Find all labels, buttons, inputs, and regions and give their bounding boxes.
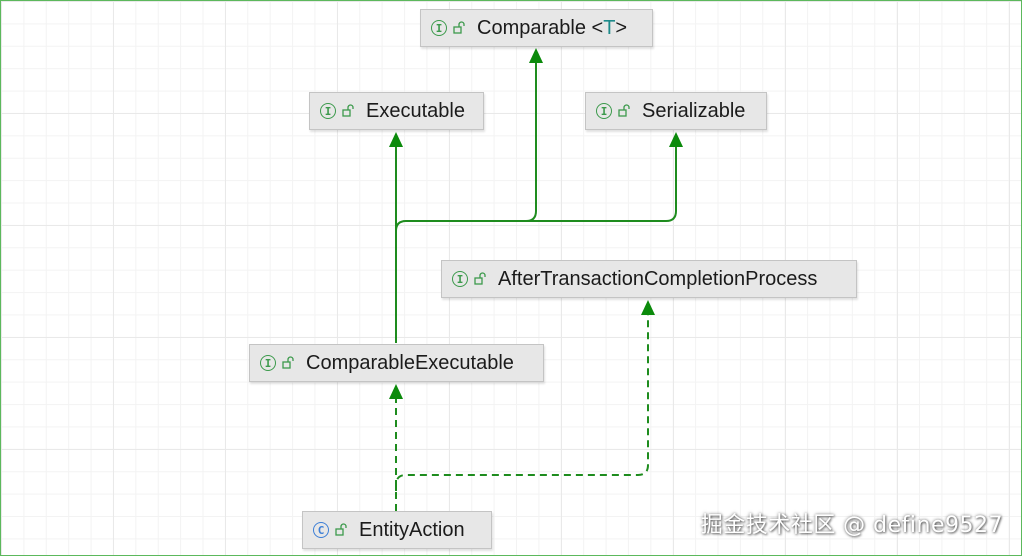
interface-icon: I	[452, 271, 468, 287]
public-visibility-icon	[474, 272, 486, 285]
node-label: ComparableExecutable	[306, 351, 514, 374]
node-entity-action[interactable]: C EntityAction	[302, 511, 492, 549]
arrowhead-comparable	[529, 48, 543, 63]
arrowhead-executable	[389, 132, 403, 147]
node-comparable[interactable]: I Comparable <T>	[420, 9, 653, 47]
type-close-bracket: >	[615, 16, 628, 39]
node-label: EntityAction	[359, 518, 465, 541]
class-icon: C	[313, 522, 329, 538]
node-label: Serializable	[642, 99, 746, 122]
edge-comparableexecutable-to-serializable	[526, 147, 677, 222]
public-visibility-icon	[282, 356, 294, 369]
public-visibility-icon	[335, 523, 347, 536]
node-label: Comparable	[477, 16, 586, 39]
type-parameter: T	[603, 16, 616, 39]
node-label: Executable	[366, 99, 465, 122]
node-comparable-executable[interactable]: I ComparableExecutable	[249, 344, 544, 382]
node-serializable[interactable]: I Serializable	[585, 92, 767, 130]
interface-icon: I	[596, 103, 612, 119]
watermark: 掘金技术社区 @ define9527	[700, 513, 1003, 538]
arrowhead-serializable	[669, 132, 683, 147]
node-executable[interactable]: I Executable	[309, 92, 484, 130]
edge-entityaction-to-aftertransaction	[395, 315, 649, 491]
type-open-bracket: <	[585, 16, 604, 39]
interface-icon: I	[431, 20, 447, 36]
node-label: AfterTransactionCompletionProcess	[498, 267, 818, 290]
public-visibility-icon	[618, 104, 630, 117]
public-visibility-icon	[453, 21, 465, 34]
arrowhead-comparableexecutable	[389, 384, 403, 399]
edge-comparableexecutable-to-comparable	[395, 63, 537, 251]
arrowhead-aftertransaction	[641, 300, 655, 315]
node-after-transaction-completion-process[interactable]: I AfterTransactionCompletionProcess	[441, 260, 857, 298]
public-visibility-icon	[342, 104, 354, 117]
interface-icon: I	[320, 103, 336, 119]
interface-icon: I	[260, 355, 276, 371]
